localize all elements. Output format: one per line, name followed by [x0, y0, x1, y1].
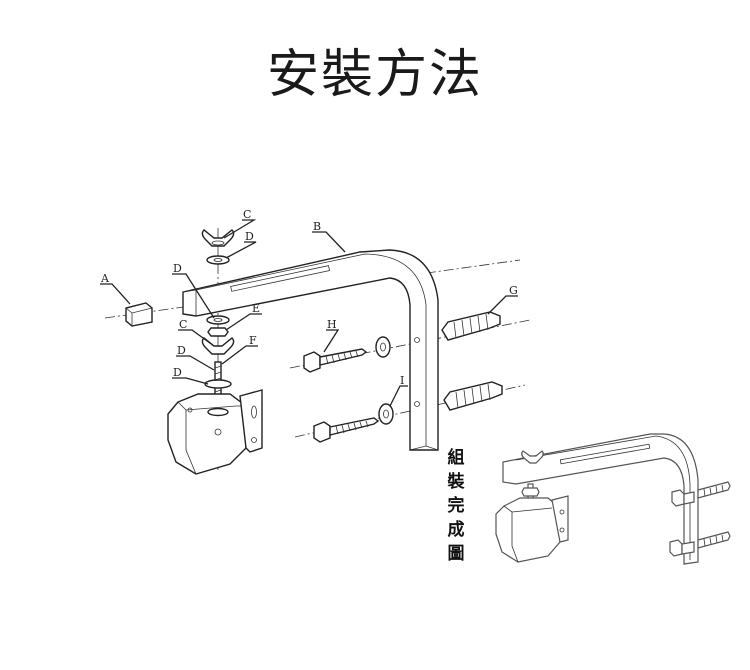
nut-e [207, 327, 229, 337]
label-g: G [509, 284, 518, 297]
assembled-caption: 組 裝 完 成 圖 [444, 446, 468, 566]
screw-lower [313, 417, 380, 443]
bracket-b [182, 249, 439, 451]
label-b: B [313, 220, 321, 233]
label-d-rod: D [177, 344, 186, 357]
label-c-top: C [243, 208, 251, 221]
label-a-group: A [100, 272, 131, 305]
label-g-group: G [487, 284, 518, 315]
label-h: H [327, 318, 337, 331]
caption-char-1: 組 [447, 448, 465, 468]
label-c1-group: C [223, 208, 257, 239]
label-f: F [249, 334, 257, 347]
label-e: E [252, 302, 260, 315]
label-d3-group: D [176, 344, 215, 371]
caption-char-3: 完 [447, 496, 465, 516]
end-cap-a [125, 302, 153, 327]
label-c2-group: C [178, 318, 215, 347]
wall-plug-lower [443, 381, 503, 411]
wing-nut-c-top [201, 229, 235, 247]
label-d-lower: D [173, 366, 182, 379]
caption-char-2: 裝 [447, 472, 465, 492]
label-f-group: F [221, 334, 258, 365]
washer-d-top [206, 255, 230, 265]
label-d-under: D [173, 262, 182, 275]
caption-char-4: 成 [447, 520, 465, 540]
mounting-block [167, 389, 263, 475]
washer-d-lower [204, 379, 232, 389]
label-b-group: B [312, 220, 346, 253]
label-d2-group: D [172, 262, 215, 319]
centerline-top [104, 259, 521, 319]
label-i-group: I [389, 374, 408, 407]
label-e-group: E [225, 302, 262, 331]
caption-char-5: 圖 [447, 544, 465, 564]
washer-upper [375, 336, 391, 358]
label-d1-group: D [225, 230, 257, 259]
wing-nut-c-lower [201, 337, 235, 355]
label-d-top: D [245, 230, 254, 243]
label-a: A [100, 272, 110, 285]
label-i: I [400, 374, 404, 387]
label-d4-group: D [172, 366, 209, 385]
washer-i [378, 403, 394, 425]
washer-d-under [206, 315, 230, 325]
wall-plug-g-upper [441, 311, 501, 341]
label-h-group: H [323, 318, 340, 353]
screw-h-upper [303, 348, 368, 373]
label-c-lower: C [179, 318, 187, 331]
page-title: 安裝方法 [266, 45, 483, 105]
assembled-view [495, 433, 731, 565]
